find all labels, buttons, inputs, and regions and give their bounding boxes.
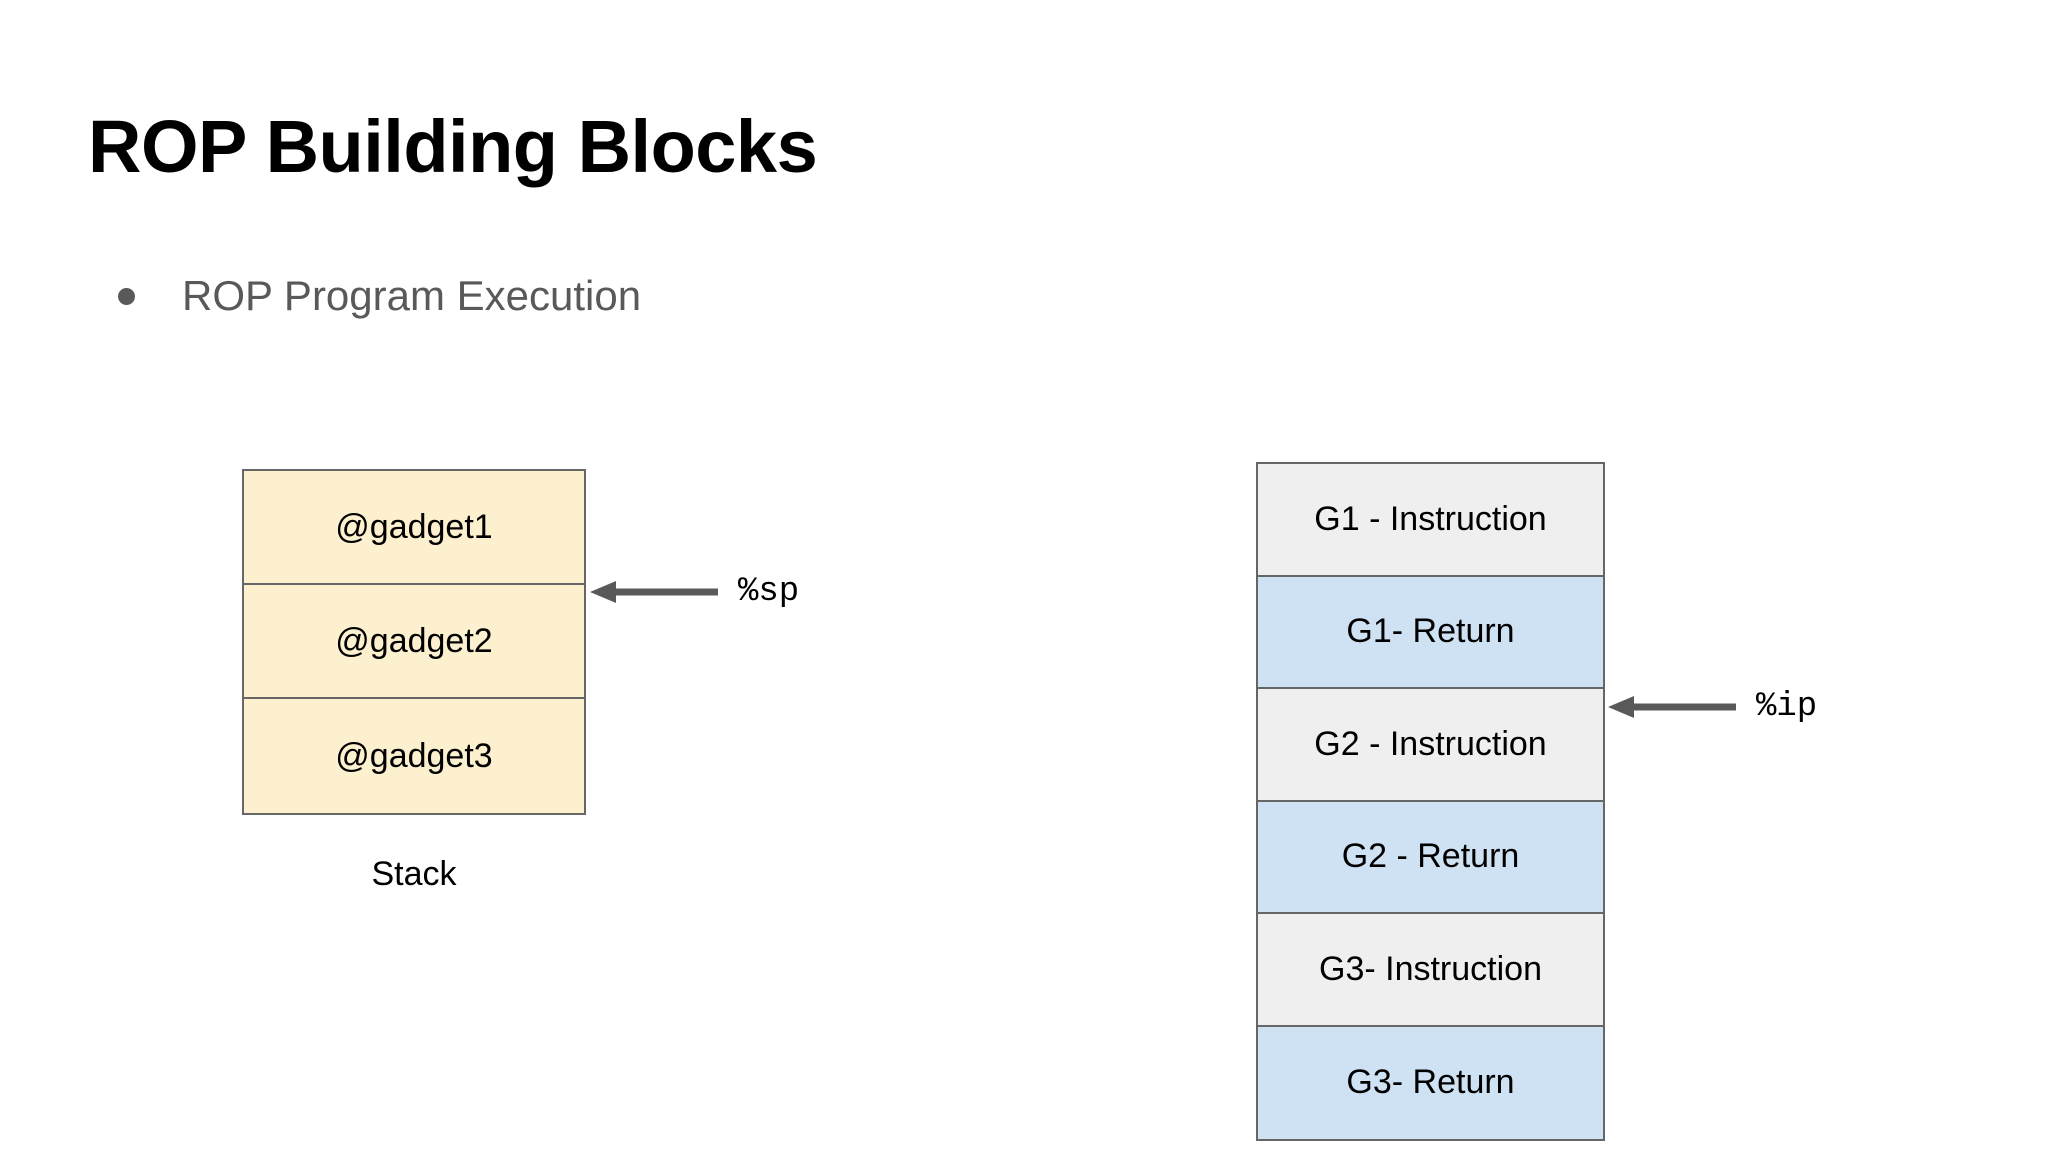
stack-row-gadget1: @gadget1 <box>244 471 584 585</box>
list-item: ROP Program Execution <box>118 268 1518 324</box>
stack-diagram: @gadget1 @gadget2 @gadget3 <box>242 469 586 815</box>
ip-pointer-label: %ip <box>1756 688 1818 726</box>
bullet-list: ROP Program Execution <box>118 268 1518 324</box>
arrow-left-icon <box>586 575 720 609</box>
stack-row-gadget3: @gadget3 <box>244 699 584 813</box>
gadget-row-g1-instruction: G1 - Instruction <box>1258 464 1603 577</box>
bullet-dot-icon <box>118 287 135 305</box>
gadget-row-g2-return: G2 - Return <box>1258 801 1603 914</box>
stack-caption-label: Stack <box>371 855 457 893</box>
gadget-row-g3-instruction: G3- Instruction <box>1258 914 1603 1027</box>
ip-pointer: %ip <box>1604 688 1817 726</box>
stack-row-gadget2: @gadget2 <box>244 585 584 699</box>
gadget-row-g1-return: G1- Return <box>1258 576 1603 689</box>
gadget-diagram: G1 - Instruction G1- Return G2 - Instruc… <box>1256 462 1605 1141</box>
sp-pointer-label: %sp <box>738 573 800 611</box>
gadget-row-g3-return: G3- Return <box>1258 1026 1603 1139</box>
sp-pointer: %sp <box>586 573 799 611</box>
bullet-item-label: ROP Program Execution <box>182 271 642 319</box>
arrow-left-icon <box>1604 690 1738 724</box>
page-title: ROP Building Blocks <box>88 105 818 188</box>
gadget-row-g2-instruction: G2 - Instruction <box>1258 689 1603 802</box>
